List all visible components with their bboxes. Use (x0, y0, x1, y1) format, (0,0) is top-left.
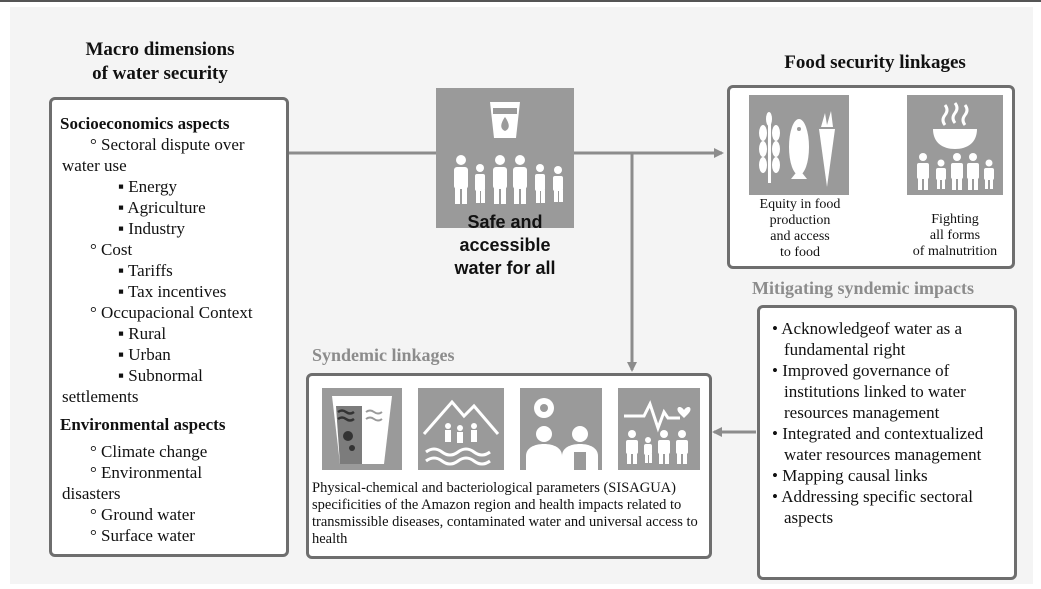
food-caption-2: Fighting all forms of malnutrition (895, 212, 1015, 260)
list-item: ▪ Rural (118, 324, 167, 343)
mitigating-item: • Acknowledgeof water as a fundamental r… (772, 319, 963, 359)
food-caption-1-line: Equity in food (759, 197, 841, 212)
top-rule (0, 0, 1041, 2)
socio-title: Socioeconomics aspects (60, 114, 230, 133)
mitigating-item: • Mapping causal links (772, 466, 928, 485)
list-item: ° Environmental (90, 463, 203, 482)
socio-list: ° Sectoral dispute over water use ▪ Energy… (62, 134, 286, 407)
list-item: ° Cost (90, 240, 133, 259)
list-item: water use (62, 156, 127, 175)
food-caption-1-line: to food (779, 245, 821, 260)
macro-heading-line2: of water security (92, 63, 228, 84)
list-item: ▪ Energy (118, 177, 178, 196)
heartbeat-family-icon (618, 388, 700, 470)
list-item: settlements (62, 387, 139, 406)
list-item: ° Occupacional Context (90, 303, 253, 322)
food-caption-2-line: Fighting (931, 212, 979, 227)
list-item: ° Sectoral dispute over (90, 135, 245, 154)
env-list: ° Climate change ° Environmental disasters… (62, 441, 286, 546)
list-item: ▪ Subnormal (118, 366, 203, 385)
grain-fish-carrot-icon (749, 95, 849, 195)
food-caption-2-line: all forms (929, 228, 981, 243)
list-item: ▪ Urban (118, 345, 171, 364)
contaminated-water-icon (322, 388, 402, 470)
list-item: disasters (62, 484, 121, 503)
macro-heading-line1: Macro dimensions (85, 39, 235, 60)
center-label-line1: Safe and (467, 212, 543, 232)
list-item: ▪ Agriculture (118, 198, 206, 217)
food-caption-2-line: of malnutrition (912, 244, 998, 259)
syndemic-heading: Syndemic linkages (312, 345, 455, 365)
biohazard-people-icon (520, 388, 602, 470)
mitigating-list: • Acknowledgeof water as a fundamental r… (772, 318, 1006, 528)
list-item: ▪ Tariffs (118, 261, 173, 280)
list-item: ° Ground water (90, 505, 195, 524)
macro-box: Socioeconomics aspects ° Sectoral disput… (49, 97, 289, 557)
env-title: Environmental aspects (60, 415, 226, 434)
mitigating-item: • Improved governance of institutions li… (772, 361, 966, 422)
food-caption-1-line: production (769, 213, 831, 228)
list-item: ° Surface water (90, 526, 195, 545)
mitigating-heading: Mitigating syndemic impacts (752, 278, 974, 298)
mountain-water-people-icon (418, 388, 504, 470)
water-glass-family-icon (436, 88, 574, 228)
syndemic-description: Physical-chemical and bacteriological pa… (312, 480, 698, 547)
mitigating-item: • Integrated and contextualized water re… (772, 424, 984, 464)
center-label-line3: water for all (454, 258, 556, 278)
food-caption-1: Equity in food production and access to … (742, 197, 858, 261)
list-item: ° Climate change (90, 442, 208, 461)
mitigating-box: • Acknowledgeof water as a fundamental r… (757, 305, 1017, 580)
mitigating-item: • Addressing specific sectoral aspects (772, 487, 973, 527)
center-label: Safe and accessible water for all (440, 211, 570, 280)
food-heading: Food security linkages (784, 52, 966, 73)
macro-heading: Macro dimensions of water security (60, 38, 260, 86)
bowl-family-icon (907, 95, 1003, 195)
food-caption-1-line: and access (770, 229, 830, 244)
center-label-line2: accessible (459, 235, 551, 255)
list-item: ▪ Industry (118, 219, 185, 238)
list-item: ▪ Tax incentives (118, 282, 227, 301)
